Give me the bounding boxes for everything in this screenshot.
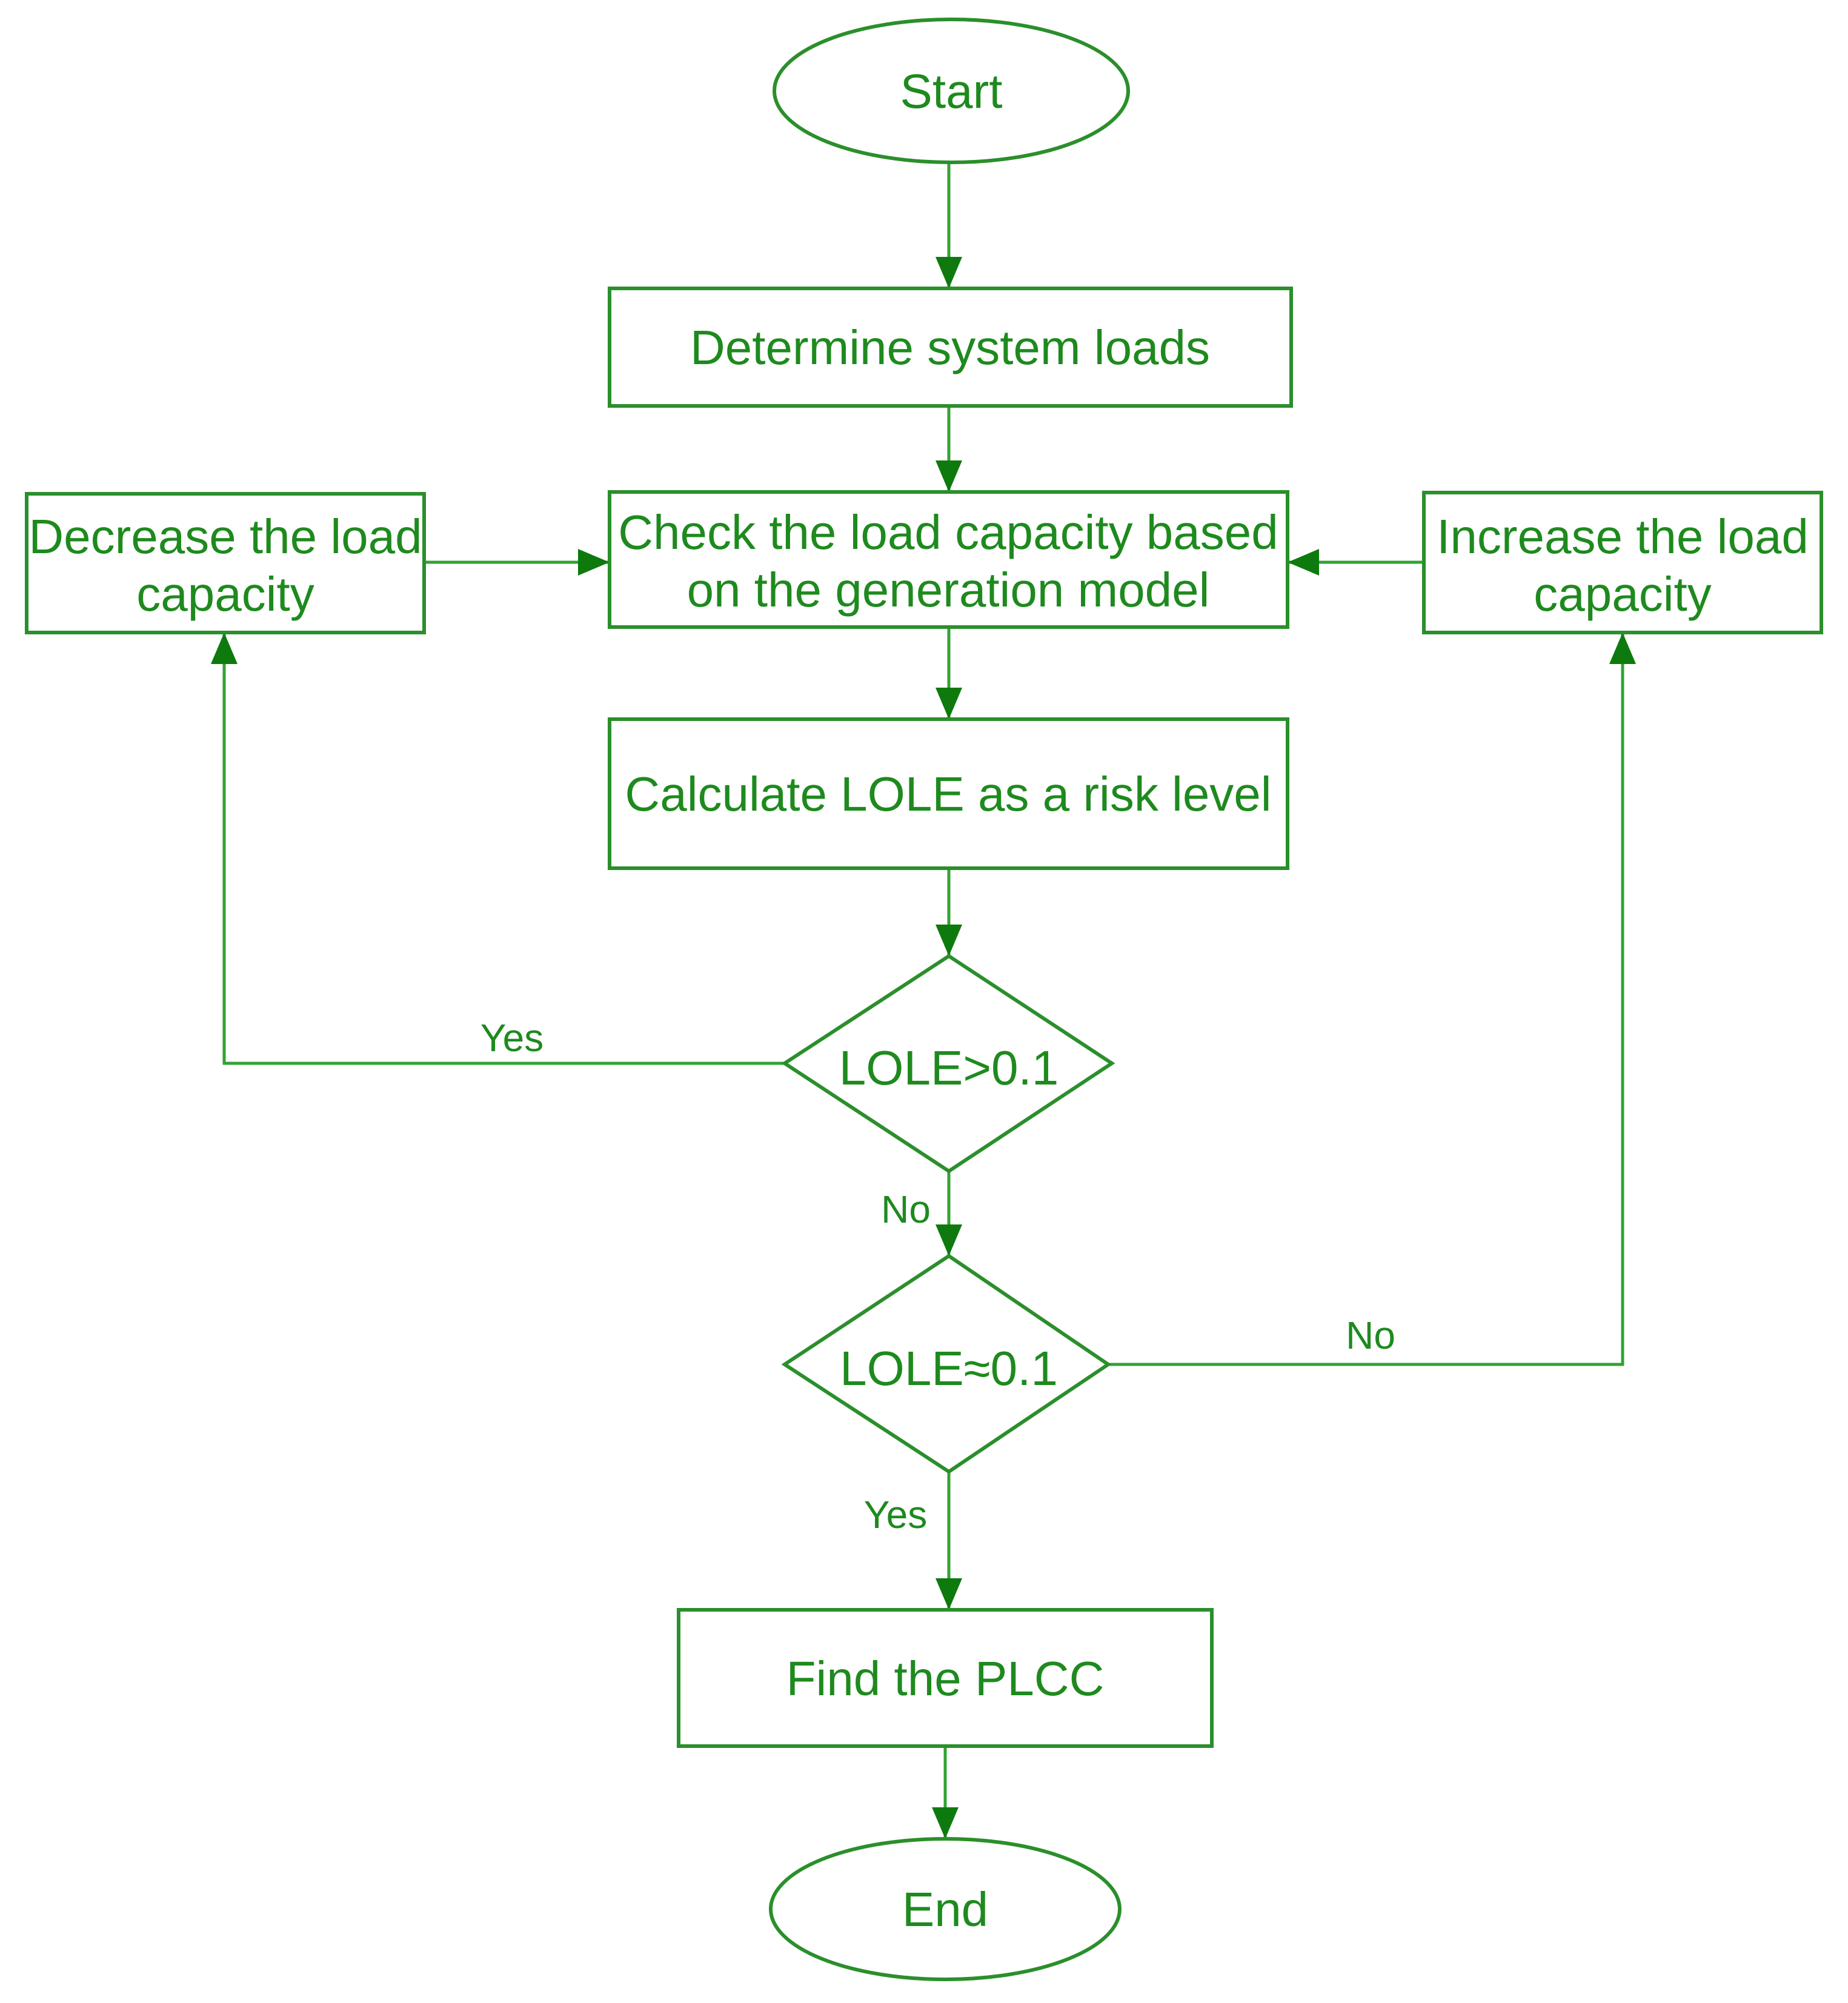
node-decision-lole-approx: LOLE≈0.1 [781,1254,1112,1474]
start-label: Start [900,64,1003,118]
edge-label-decision1-no: No [881,1188,931,1231]
increase-capacity-box [1422,491,1823,634]
node-calculate-lole: Calculate LOLE as a risk level [608,717,1289,870]
calculate-lole-box [608,717,1289,870]
node-end: End [769,1837,1122,1981]
end-label: End [902,1882,988,1936]
decrease-capacity-box [25,492,426,634]
lole-gt-diamond [781,954,1115,1174]
node-find-plcc: Find the PLCC [677,1608,1214,1748]
edge-label-decision2-no: No [1346,1314,1395,1357]
increase-capacity-label-line2: capacity [1534,567,1711,621]
node-decision-lole-gt: LOLE>0.1 [781,954,1115,1174]
determine-loads-box [608,287,1293,408]
calculate-lole-label: Calculate LOLE as a risk level [625,767,1271,821]
lole-approx-label: LOLE≈0.1 [840,1341,1058,1395]
determine-loads-label: Determine system loads [690,321,1210,374]
check-capacity-label-line1: Check the load capacity based [618,505,1278,559]
lole-gt-label: LOLE>0.1 [839,1041,1059,1095]
node-start: Start [773,18,1130,164]
lole-approx-diamond [781,1254,1112,1474]
find-plcc-label: Find the PLCC [786,1652,1105,1706]
decrease-capacity-label-line1: Decrease the load [28,510,422,563]
edge-label-decision1-yes: Yes [480,1016,543,1060]
find-plcc-box [677,1608,1214,1748]
node-determine-loads: Determine system loads [608,287,1293,408]
edge-label-decision2-yes: Yes [864,1493,927,1536]
node-decrease-capacity: Decrease the load capacity [25,492,426,634]
node-check-capacity: Check the load capacity based on the gen… [608,490,1289,629]
start-terminator-shape [773,18,1130,164]
increase-capacity-label-line1: Increase the load [1437,510,1809,563]
end-terminator-shape [769,1837,1122,1981]
node-increase-capacity: Increase the load capacity [1422,491,1823,634]
check-capacity-label-line2: on the generation model [687,563,1210,617]
edge-decision1-yes-to-decrease [211,633,785,1065]
edge-decision2-no-to-increase [1108,633,1636,1366]
check-capacity-box [608,490,1289,629]
decrease-capacity-label-line2: capacity [136,567,314,621]
